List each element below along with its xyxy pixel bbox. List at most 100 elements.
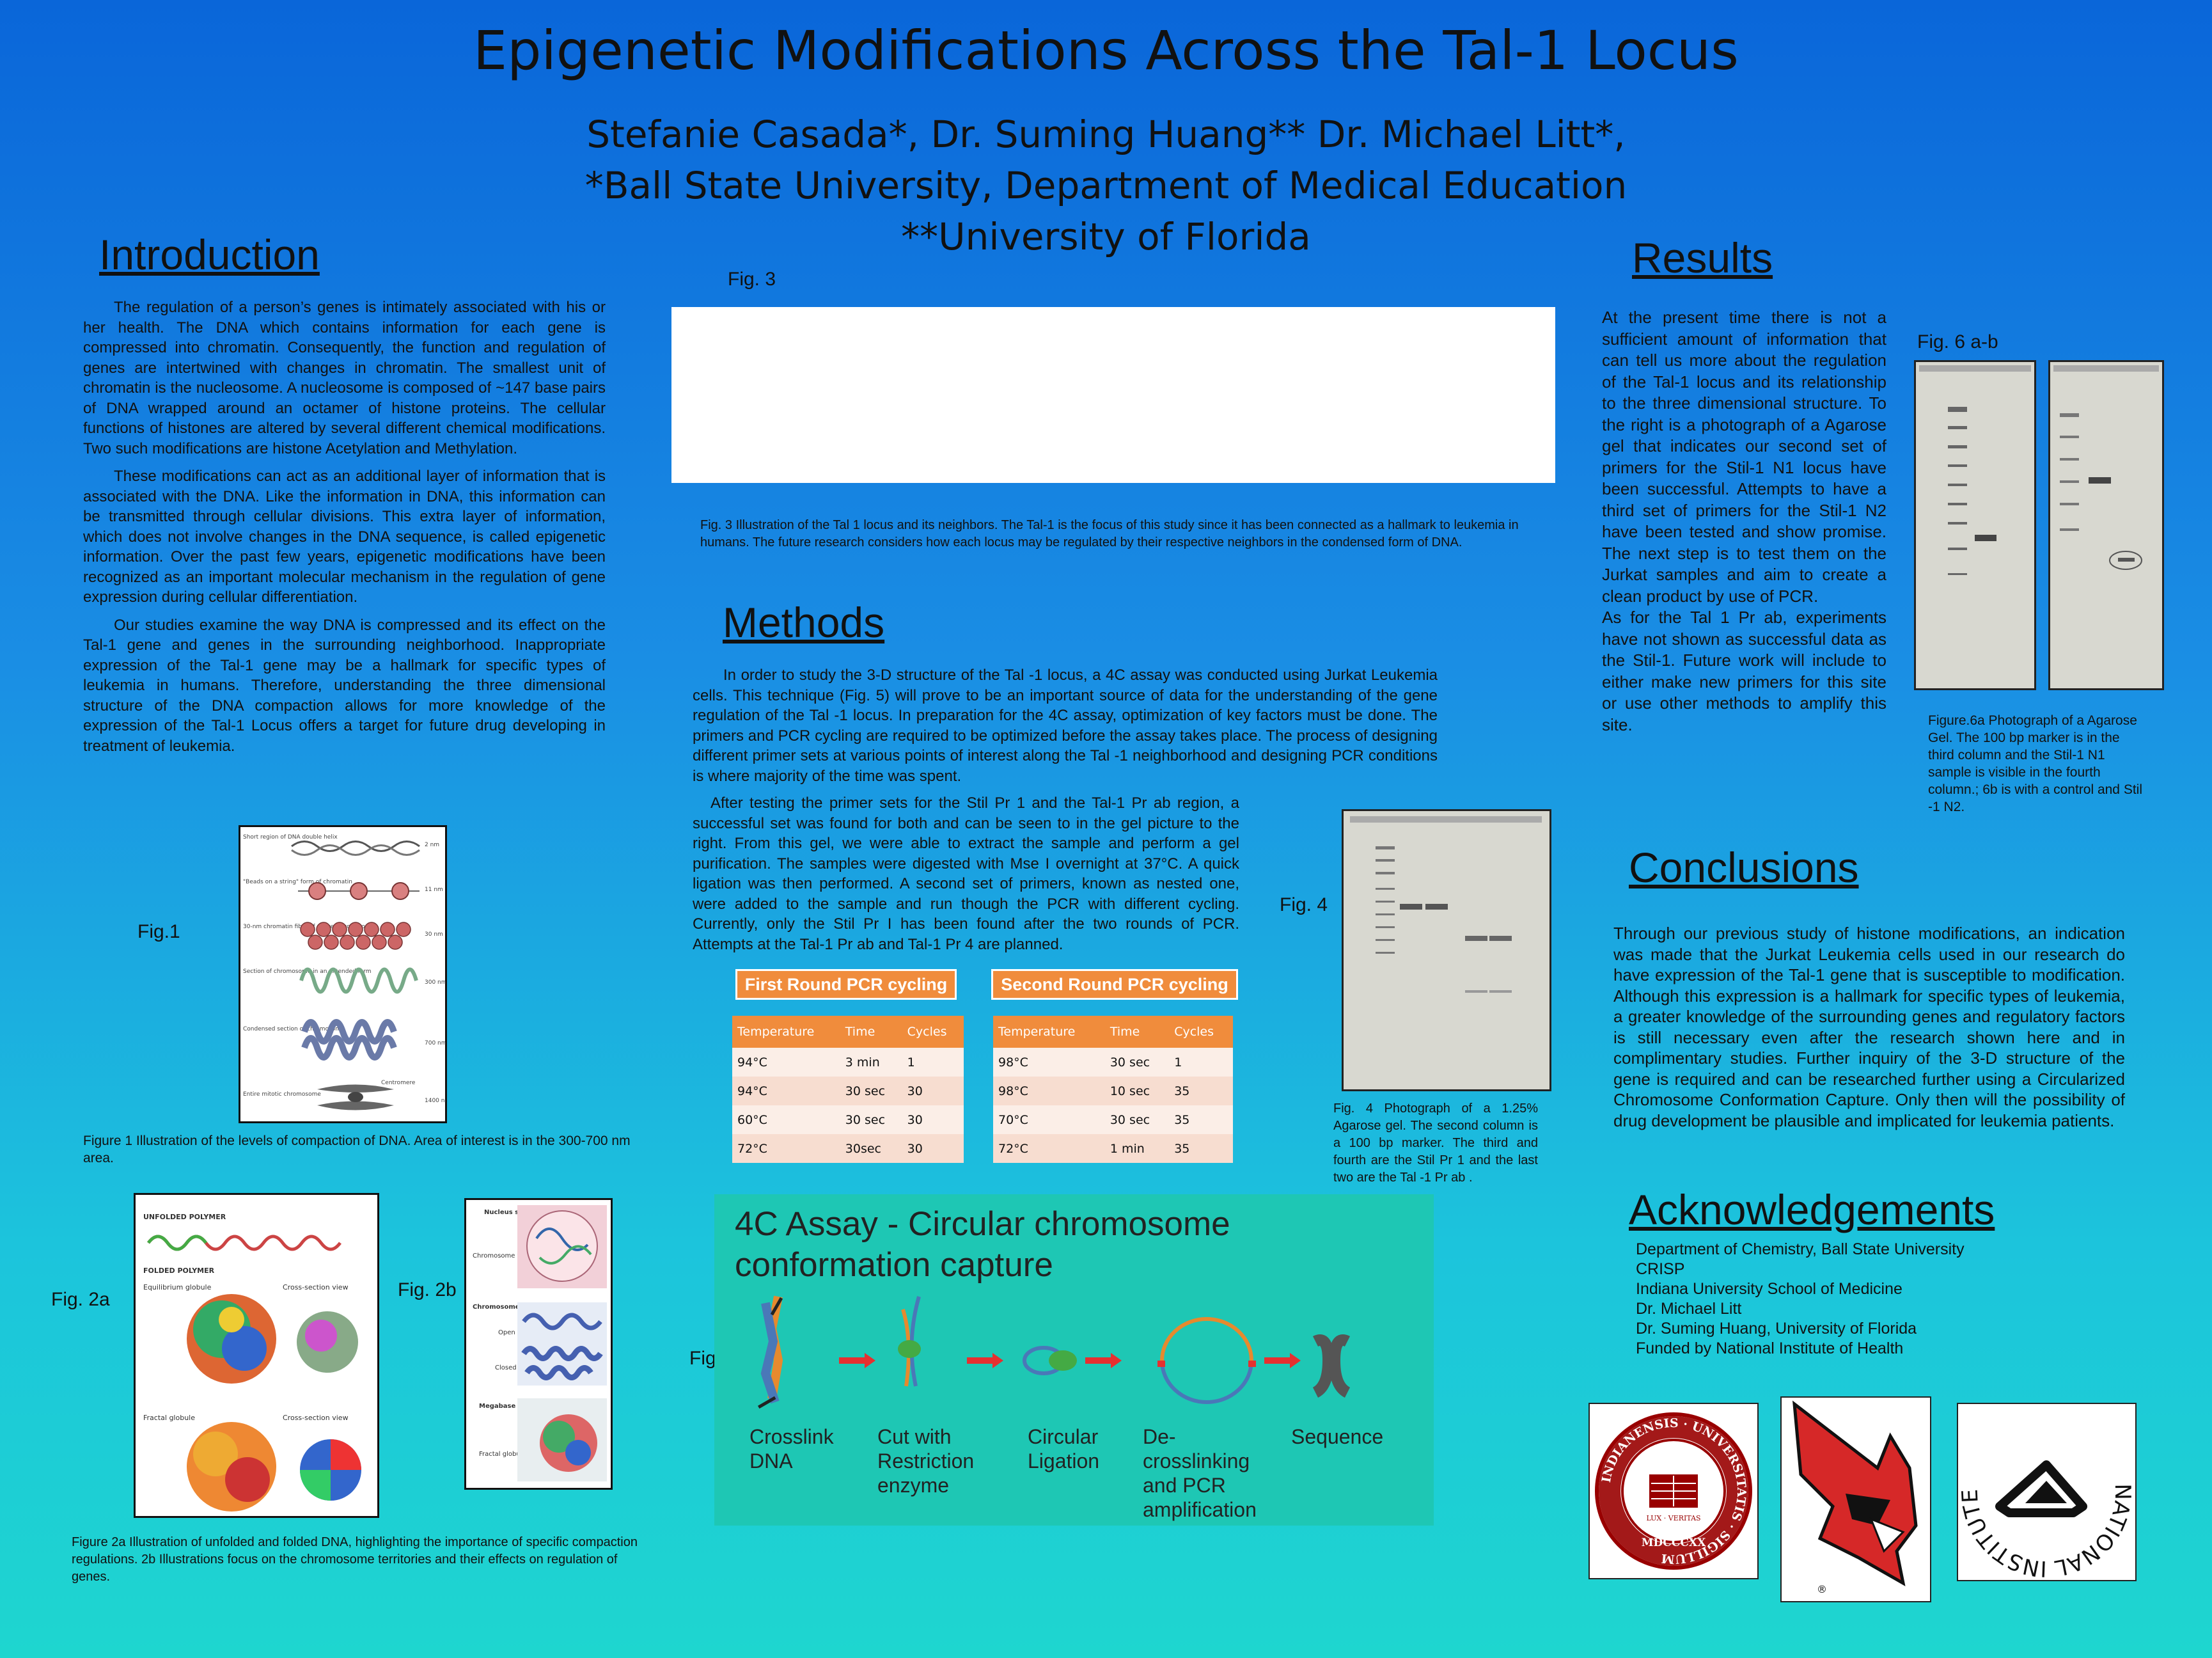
fig2b-text: Open bbox=[498, 1329, 515, 1336]
table-cell: 30sec bbox=[840, 1134, 902, 1163]
table-cell: 70°C bbox=[993, 1105, 1105, 1134]
chromosome-territories-illustration: Nucleus scale Chromosome territories Chr… bbox=[473, 1205, 607, 1481]
affiliation-1: *Ball State University, Department of Me… bbox=[584, 164, 1628, 207]
fig3-caption: Fig. 3 Illustration of the Tal 1 locus a… bbox=[700, 518, 1519, 549]
nih-logo: NATIONAL INSTITUTES OF HEALTH bbox=[1950, 1384, 2137, 1581]
table-cell: 30 bbox=[902, 1105, 964, 1134]
fig1-centromere-label: Centromere bbox=[381, 1080, 416, 1086]
fig1-label: Fig.1 bbox=[137, 921, 180, 942]
fig5-4c-assay-panel: 4C Assay - Circular chromosome conformat… bbox=[714, 1194, 1434, 1526]
nih-icon: NATIONAL INSTITUTES OF HEALTH bbox=[1950, 1384, 2135, 1581]
table-row: 70°C 30 sec 35 bbox=[993, 1105, 1233, 1134]
fig1-caption: Figure 1 Illustration of the levels of c… bbox=[83, 1133, 631, 1165]
acknowledgements-heading: Acknowledgements bbox=[1629, 1186, 1995, 1233]
fig2a-text: UNFOLDED POLYMER bbox=[143, 1213, 226, 1221]
conclusions-heading: Conclusions bbox=[1629, 844, 1859, 891]
fig2a-text: Fractal globule bbox=[143, 1414, 195, 1422]
table-row: 60°C 30 sec 30 bbox=[732, 1105, 964, 1134]
table-cell: 30 bbox=[902, 1077, 964, 1105]
fig1-side-label: Entire mitotic chromosome bbox=[243, 1091, 321, 1098]
fig1-scale-label: 300 nm bbox=[425, 979, 445, 986]
fig2b-text: Nucleus scale bbox=[484, 1209, 533, 1216]
fig6a-gel-photo bbox=[1914, 360, 2036, 690]
intro-paragraph: The regulation of a person’s genes is in… bbox=[83, 299, 606, 457]
table-header: Cycles bbox=[902, 1016, 964, 1048]
table-row: 94°C 30 sec 30 bbox=[732, 1077, 964, 1105]
fig2b-text: Closed bbox=[495, 1364, 517, 1371]
intro-paragraph: These modifications can act as an additi… bbox=[83, 468, 606, 606]
conclusions-text: Through our previous study of histone mo… bbox=[1613, 924, 2125, 1130]
introduction-heading: Introduction bbox=[99, 231, 320, 278]
agarose-gel-image bbox=[1350, 816, 1542, 993]
acknowledgement-item: Funded by National Institute of Health bbox=[1636, 1339, 1904, 1357]
fig2b-text: Megabase scale bbox=[479, 1403, 537, 1410]
fig1-side-label: Short region of DNA double helix bbox=[243, 834, 338, 841]
fig1-scale-label: 30 nm bbox=[425, 931, 443, 938]
results-paragraph: As for the Tal 1 Pr ab, experiments have… bbox=[1602, 608, 1886, 734]
table-row: 98°C 30 sec 1 bbox=[993, 1048, 1233, 1077]
second-round-pcr-table: Temperature Time Cycles 98°C 30 sec 1 98… bbox=[993, 1016, 1233, 1163]
agarose-gel-6a bbox=[1919, 365, 2031, 575]
table-cell: 35 bbox=[1169, 1105, 1233, 1134]
fig6b-gel-photo bbox=[2048, 360, 2164, 690]
bsu-registered-mark: ® bbox=[1817, 1583, 1827, 1595]
fig4-caption: Fig. 4 Photograph of a 1.25% Agarose gel… bbox=[1333, 1101, 1538, 1185]
table-row: 72°C 1 min 35 bbox=[993, 1134, 1233, 1163]
table-header: Temperature bbox=[993, 1016, 1105, 1048]
table-cell: 3 min bbox=[840, 1048, 902, 1077]
iu-seal-year: MDCCCXX bbox=[1642, 1536, 1706, 1549]
fig4-gel-photo bbox=[1342, 809, 1551, 1091]
table-cell: 1 bbox=[1169, 1048, 1233, 1077]
fig6-label: Fig. 6 a-b bbox=[1917, 331, 1998, 352]
fig2-caption: Figure 2a Illustration of unfolded and f… bbox=[72, 1535, 638, 1584]
polymer-folding-illustration: UNFOLDED POLYMER FOLDED POLYMER Equilibr… bbox=[143, 1213, 361, 1512]
fig2b-label: Fig. 2b bbox=[398, 1279, 457, 1300]
4c-assay-workflow-illustration bbox=[758, 1295, 1351, 1409]
table-cell: 30 sec bbox=[840, 1105, 902, 1134]
fig6-caption: Figure.6a Photograph of a Agarose Gel. T… bbox=[1928, 713, 2142, 814]
fig2b-text: Chromosome scale bbox=[473, 1304, 540, 1311]
methods-text-1: In order to study the 3-D structure of t… bbox=[693, 665, 1438, 794]
table-cell: 30 sec bbox=[840, 1077, 902, 1105]
fig5-title: 4C Assay - Circular chromosome conformat… bbox=[735, 1205, 1230, 1284]
iu-seal-icon: INDIANENSIS · UNIVERSITATIS · SIGILLUM M… bbox=[1595, 1412, 1752, 1570]
table-cell: 98°C bbox=[993, 1048, 1105, 1077]
table-cell: 98°C bbox=[993, 1077, 1105, 1105]
iu-seal-motto: LUX · VERITAS bbox=[1646, 1514, 1700, 1522]
table-header: Time bbox=[1104, 1016, 1170, 1048]
acknowledgement-item: CRISP bbox=[1636, 1260, 1685, 1278]
fig2a-text: Equilibrium globule bbox=[143, 1283, 212, 1291]
table-header: Temperature bbox=[732, 1016, 840, 1048]
table-row: 72°C 30sec 30 bbox=[732, 1134, 964, 1163]
table-cell: 1 min bbox=[1104, 1134, 1170, 1163]
table-cell: 72°C bbox=[732, 1134, 840, 1163]
fig3-blank-illustration bbox=[671, 307, 1555, 483]
table-cell: 60°C bbox=[732, 1105, 840, 1134]
intro-paragraph: Our studies examine the way DNA is compr… bbox=[83, 616, 606, 755]
fig1-compaction-diagram: Short region of DNA double helix "Beads … bbox=[239, 825, 450, 1123]
table-header: Time bbox=[840, 1016, 902, 1048]
methods-paragraph: In order to study the 3-D structure of t… bbox=[693, 667, 1438, 785]
fig2a-text: Cross-section view bbox=[283, 1283, 349, 1291]
introduction-text: The regulation of a person’s genes is in… bbox=[83, 297, 606, 764]
fig5-step-label: Sequence bbox=[1291, 1425, 1384, 1448]
table-row: 98°C 10 sec 35 bbox=[993, 1077, 1233, 1105]
fig5-step-label: De-crosslinking and PCR amplification bbox=[1143, 1425, 1257, 1521]
methods-text-2: After testing the primer sets for the St… bbox=[693, 793, 1239, 962]
second-round-pcr-title: Second Round PCR cycling bbox=[991, 969, 1238, 1000]
acknowledgement-item: Indiana University School of Medicine bbox=[1636, 1280, 1902, 1298]
table-header: Cycles bbox=[1169, 1016, 1233, 1048]
author-block: Stefanie Casada*, Dr. Suming Huang** Dr.… bbox=[0, 109, 2212, 262]
pcr-table: Temperature Time Cycles 98°C 30 sec 1 98… bbox=[993, 1016, 1233, 1163]
table-cell: 94°C bbox=[732, 1048, 840, 1077]
affiliation-2: **University of Florida bbox=[901, 215, 1311, 258]
acknowledgement-item: Dr. Michael Litt bbox=[1636, 1300, 1742, 1318]
fig5-step-label: Crosslink DNA bbox=[749, 1425, 834, 1472]
table-cell: 1 bbox=[902, 1048, 964, 1077]
results-paragraph: At the present time there is not a suffi… bbox=[1602, 308, 1886, 606]
table-cell: 10 sec bbox=[1104, 1077, 1170, 1105]
table-cell: 35 bbox=[1169, 1134, 1233, 1163]
table-cell: 94°C bbox=[732, 1077, 840, 1105]
fig1-scale-label: 11 nm bbox=[425, 887, 443, 893]
agarose-gel-6b bbox=[2053, 365, 2159, 570]
